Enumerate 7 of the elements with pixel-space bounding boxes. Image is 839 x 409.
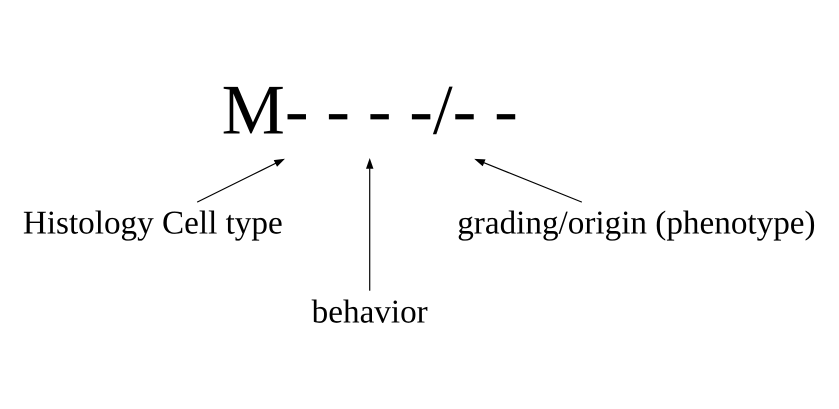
node-text: M- - - -/- - bbox=[222, 71, 518, 150]
arrow bbox=[474, 158, 582, 203]
node-text: behavior bbox=[312, 293, 428, 330]
arrow bbox=[196, 158, 285, 203]
node-text: grading/origin (phenotype) bbox=[457, 204, 816, 242]
node-text: Histology Cell type bbox=[22, 204, 283, 242]
arrow bbox=[366, 158, 374, 291]
